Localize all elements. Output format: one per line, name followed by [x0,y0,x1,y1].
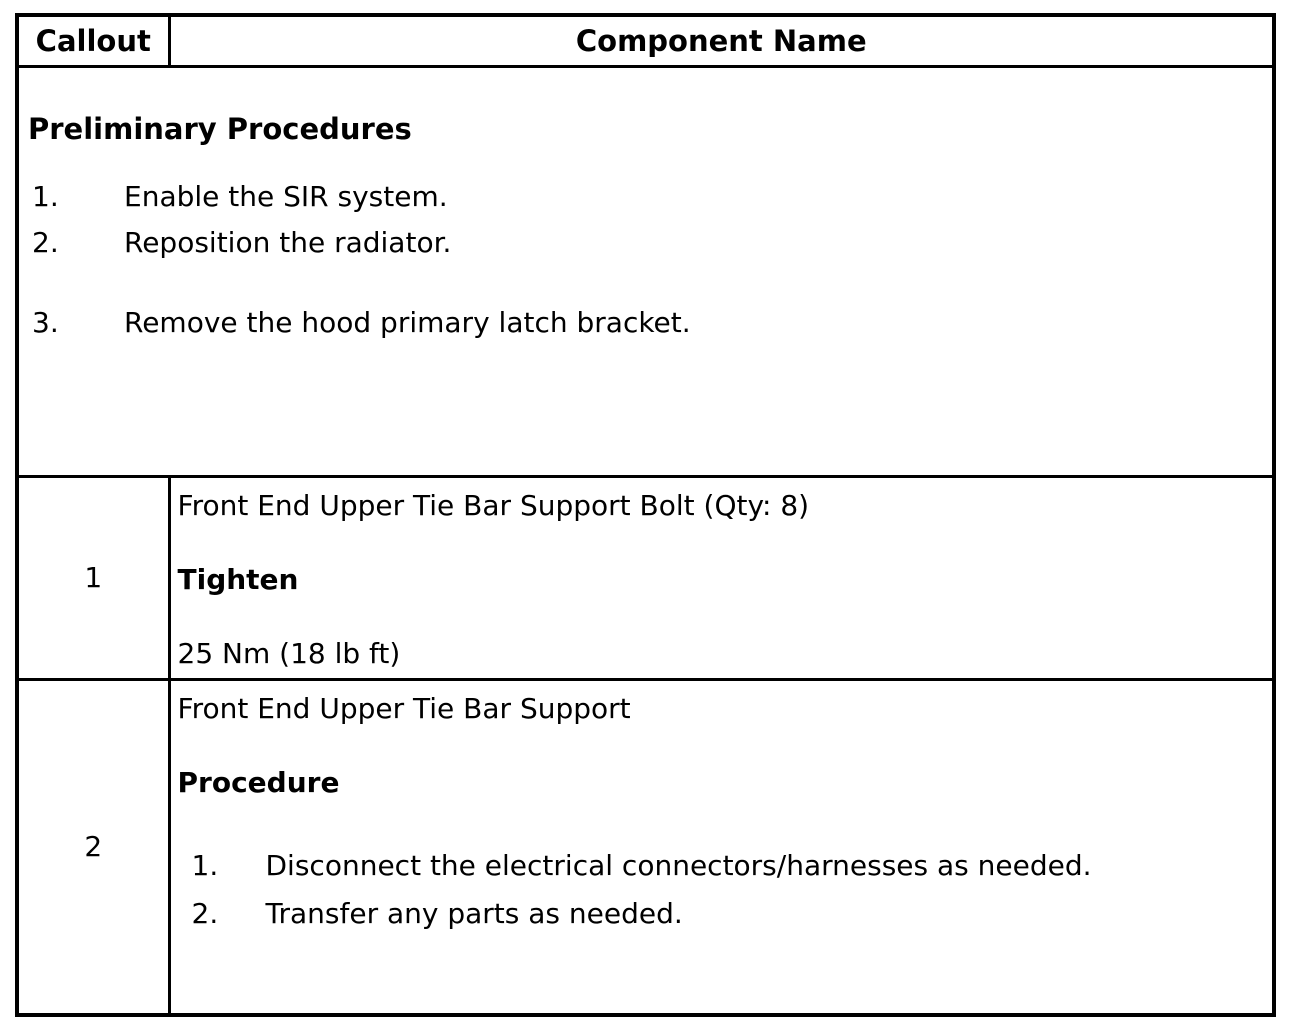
preliminary-procedures-title: Preliminary Procedures [28,111,412,146]
step-text: Reposition the radiator. [124,225,452,259]
step-number: 2. [32,225,59,259]
step-text: Disconnect the electrical connectors/har… [265,848,1092,882]
step-number: 1. [191,848,219,882]
procedure-step-1: 1. Disconnect the electrical connectors/… [192,842,1259,890]
preliminary-procedures-cell: Preliminary Procedures 1. Enable the SIR… [15,64,1276,478]
preliminary-procedures-row: Preliminary Procedures 1. Enable the SIR… [15,64,1276,478]
component-cell-1: Front End Upper Tie Bar Support Bolt (Qt… [167,474,1276,681]
component-name-2: Front End Upper Tie Bar Support [177,691,631,725]
preliminary-step-2: 2. Reposition the radiator. [32,220,1271,266]
preliminary-steps-list: 1. Enable the SIR system. 2. Reposition … [28,174,1271,346]
component-row-2: 2 Front End Upper Tie Bar Support Proced… [15,677,1276,1017]
component-row-1: 1 Front End Upper Tie Bar Support Bolt (… [15,474,1276,681]
step-text: Remove the hood primary latch bracket. [124,305,691,339]
header-cell-component-name: Component Name [167,13,1276,68]
step-text: Enable the SIR system. [124,179,448,213]
header-cell-callout: Callout [15,13,171,68]
step-number: 2. [191,896,219,930]
step-number: 3. [32,305,59,339]
callout-cell-2: 2 [15,677,171,1017]
component-callout-table: Callout Component Name Preliminary Proce… [15,13,1276,1017]
component-cell-2: Front End Upper Tie Bar Support Procedur… [167,677,1276,1017]
action-label-tighten: Tighten [177,562,299,596]
table-header-row: Callout Component Name [15,13,1276,68]
step-number: 1. [32,179,59,213]
action-label-procedure: Procedure [177,765,340,799]
component-name-1: Front End Upper Tie Bar Support Bolt (Qt… [177,488,810,522]
preliminary-step-1: 1. Enable the SIR system. [32,174,1271,220]
preliminary-step-3: 3. Remove the hood primary latch bracket… [32,300,1271,346]
callout-cell-1: 1 [15,474,171,681]
step-text: Transfer any parts as needed. [265,896,683,930]
procedure-step-2: 2. Transfer any parts as needed. [192,890,1259,938]
procedure-steps-list: 1. Disconnect the electrical connectors/… [178,842,1259,938]
torque-spec: 25 Nm (18 lb ft) [177,636,401,670]
